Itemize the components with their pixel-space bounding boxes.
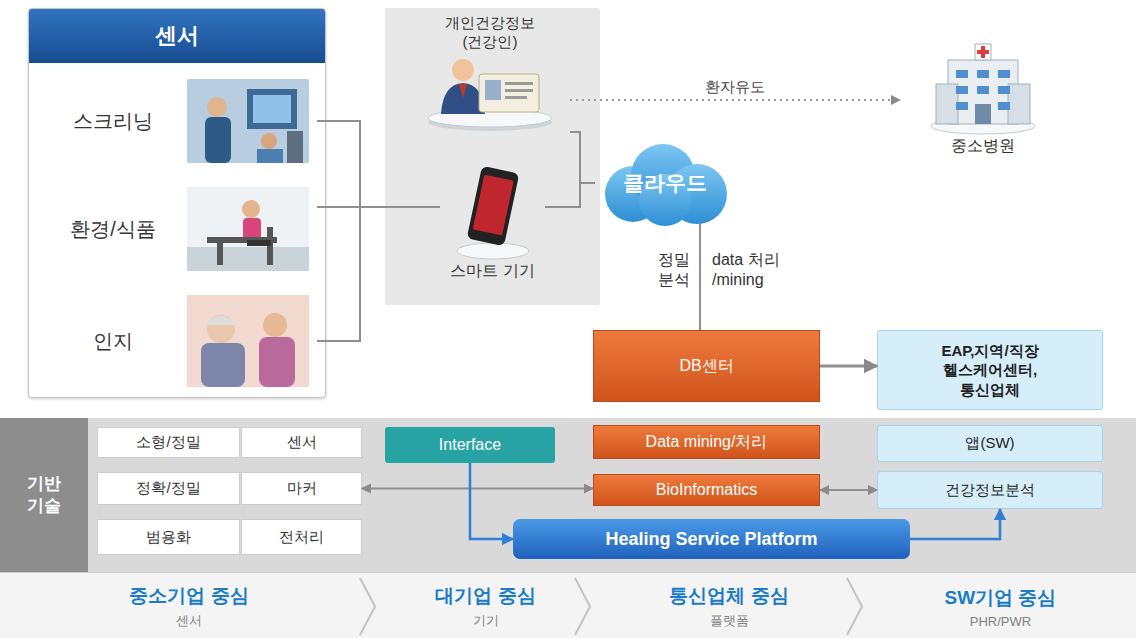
connector xyxy=(820,365,877,368)
connector xyxy=(317,207,440,341)
node-text: 인지 xyxy=(39,328,187,355)
stage-chevron: 중소기업 중심센서 xyxy=(0,575,378,638)
connector xyxy=(317,121,440,207)
node-text: Interface xyxy=(439,436,501,454)
node-text: 통신업체 중심 xyxy=(669,583,788,609)
hospital-icon xyxy=(928,40,1038,136)
annotation: 정밀 분석 xyxy=(628,250,690,290)
chevron-mark xyxy=(593,575,865,638)
cloud-shape: 클라우드 xyxy=(595,138,735,228)
node-text: DB센터 xyxy=(679,356,733,377)
node-text: BioInformatics xyxy=(656,481,757,499)
smartphone-icon xyxy=(452,165,534,261)
stage-chevron: 통신업체 중심플랫폼 xyxy=(593,575,865,638)
node-text: 플랫폼 xyxy=(710,612,749,630)
person-card-icon xyxy=(415,52,565,132)
node-text: 개인건강정보 (건강인) xyxy=(434,14,546,52)
node-text: 환경/식품 xyxy=(39,216,187,243)
node-text: 기반 기술 xyxy=(0,418,88,572)
process-box: Data mining/처리 xyxy=(593,425,820,459)
node-text: 정확/정밀 xyxy=(136,479,200,498)
node-text: 클라우드 xyxy=(623,169,707,197)
connector xyxy=(699,223,701,330)
interface-box: Interface xyxy=(385,427,555,463)
chevron-mark xyxy=(378,575,593,638)
node-text: 센서 xyxy=(287,433,317,452)
node-text: 건강정보분석 xyxy=(945,481,1035,500)
connector xyxy=(820,489,877,491)
base-tech-band: 기반 기술 소형/정밀 센서정확/정밀 마커범용화 전처리 Interface Data m… xyxy=(0,418,1136,572)
service-box: 건강정보분석 xyxy=(877,471,1103,509)
edge-label: 환자유도 xyxy=(705,78,765,97)
sensor-row: 환경/식품 xyxy=(39,181,317,277)
annotation: data 처리 /mining xyxy=(712,250,808,290)
connector xyxy=(570,132,595,183)
health-info-node: 개인건강정보 (건강인) xyxy=(410,12,570,140)
tech-box: 소형/정밀 xyxy=(97,427,240,458)
tech-box: 센서 xyxy=(241,427,362,458)
node-text: Healing Service Platform xyxy=(605,529,817,550)
process-box: BioInformatics xyxy=(593,474,820,506)
device-panel xyxy=(385,8,600,305)
tech-box: 범용화 xyxy=(97,519,240,555)
service-box: EAP,지역/직장 헬스케어센터, 통신업체 xyxy=(877,330,1103,410)
sensor-row: 스크리닝 xyxy=(39,73,317,169)
stage-chevron: 대기업 중심기기 xyxy=(378,575,593,638)
node-text: 스마트 기기 xyxy=(450,261,534,282)
node-text: EAP,지역/직장 헬스케어센터, 통신업체 xyxy=(927,341,1053,400)
connector xyxy=(545,183,595,207)
node-text: 소형/정밀 xyxy=(136,433,200,452)
node-text: 센서 xyxy=(176,612,202,630)
edge-label-patch: 환자유도 xyxy=(702,78,768,97)
screening-photo xyxy=(187,79,309,163)
tech-box: 정확/정밀 xyxy=(97,472,240,505)
device-node: 스마트 기기 xyxy=(440,165,545,300)
chevron-mark xyxy=(0,575,378,638)
connector xyxy=(362,488,593,490)
node-text: SW기업 중심 xyxy=(945,585,1057,611)
annotation-text: 정밀 분석 xyxy=(628,250,690,290)
tech-box: 전처리 xyxy=(241,519,362,555)
node-text: 센서 xyxy=(29,9,325,63)
node-text: PHR/PWR xyxy=(970,614,1031,629)
sensor-panel: 센서스크리닝환경/식품인지 xyxy=(28,8,326,398)
care-photo xyxy=(187,295,309,387)
node-text: 대기업 중심 xyxy=(435,583,535,609)
annotation-text: data 처리 /mining xyxy=(712,250,808,290)
node-text: 앱(SW) xyxy=(965,434,1014,453)
node-text: 범용화 xyxy=(146,528,191,547)
node-text: 스크리닝 xyxy=(39,108,187,135)
node-text: Data mining/처리 xyxy=(646,432,768,453)
sensor-row: 인지 xyxy=(39,289,317,393)
stage-chevron: SW기업 중심 PHR/PWR xyxy=(865,575,1136,638)
connector xyxy=(570,99,900,101)
exercise-photo xyxy=(187,187,309,271)
service-box: 앱(SW) xyxy=(877,425,1103,462)
tech-box: 마커 xyxy=(241,472,362,505)
node-text: 전처리 xyxy=(279,528,324,547)
hospital-node: 중소병원 xyxy=(900,40,1065,175)
process-box: DB센터 xyxy=(593,330,820,402)
node-text: 중소기업 중심 xyxy=(129,583,248,609)
platform-bar: Healing Service Platform xyxy=(513,519,910,559)
node-text: 마커 xyxy=(287,479,317,498)
node-text: 기기 xyxy=(473,612,499,630)
node-text: 중소병원 xyxy=(951,136,1015,157)
